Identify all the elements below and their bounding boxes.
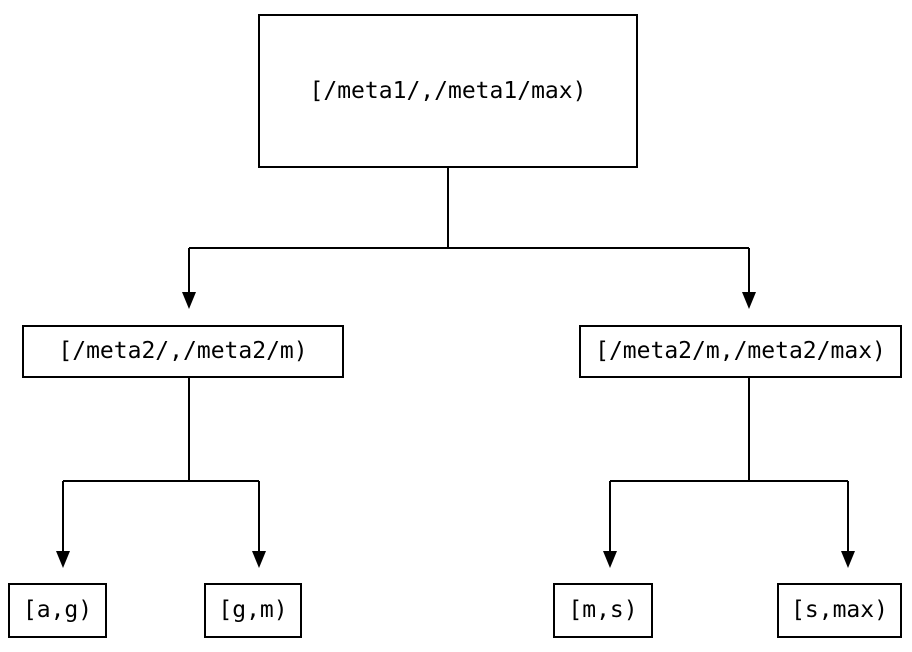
arrowhead-to-g-m-icon <box>252 551 266 568</box>
arrowhead-to-m-s-icon <box>603 551 617 568</box>
edge-group-meta2-high <box>603 378 855 568</box>
node-leaf-s-max: [s,max) <box>777 583 902 638</box>
arrowhead-to-s-max-icon <box>841 551 855 568</box>
node-root: [/meta1/,/meta1/max) <box>258 14 638 168</box>
node-leaf-m-s: [m,s) <box>553 583 653 638</box>
edge-group-meta2-low <box>56 378 266 568</box>
node-leaf-g-m: [g,m) <box>204 583 302 638</box>
edge-group-root <box>182 168 756 309</box>
node-leaf-a-g: [a,g) <box>8 583 107 638</box>
arrowhead-to-meta2-high-icon <box>742 292 756 309</box>
arrowhead-to-meta2-low-icon <box>182 292 196 309</box>
arrowhead-to-a-g-icon <box>56 551 70 568</box>
node-meta2-high: [/meta2/m,/meta2/max) <box>579 325 902 378</box>
node-meta2-low: [/meta2/,/meta2/m) <box>22 325 344 378</box>
